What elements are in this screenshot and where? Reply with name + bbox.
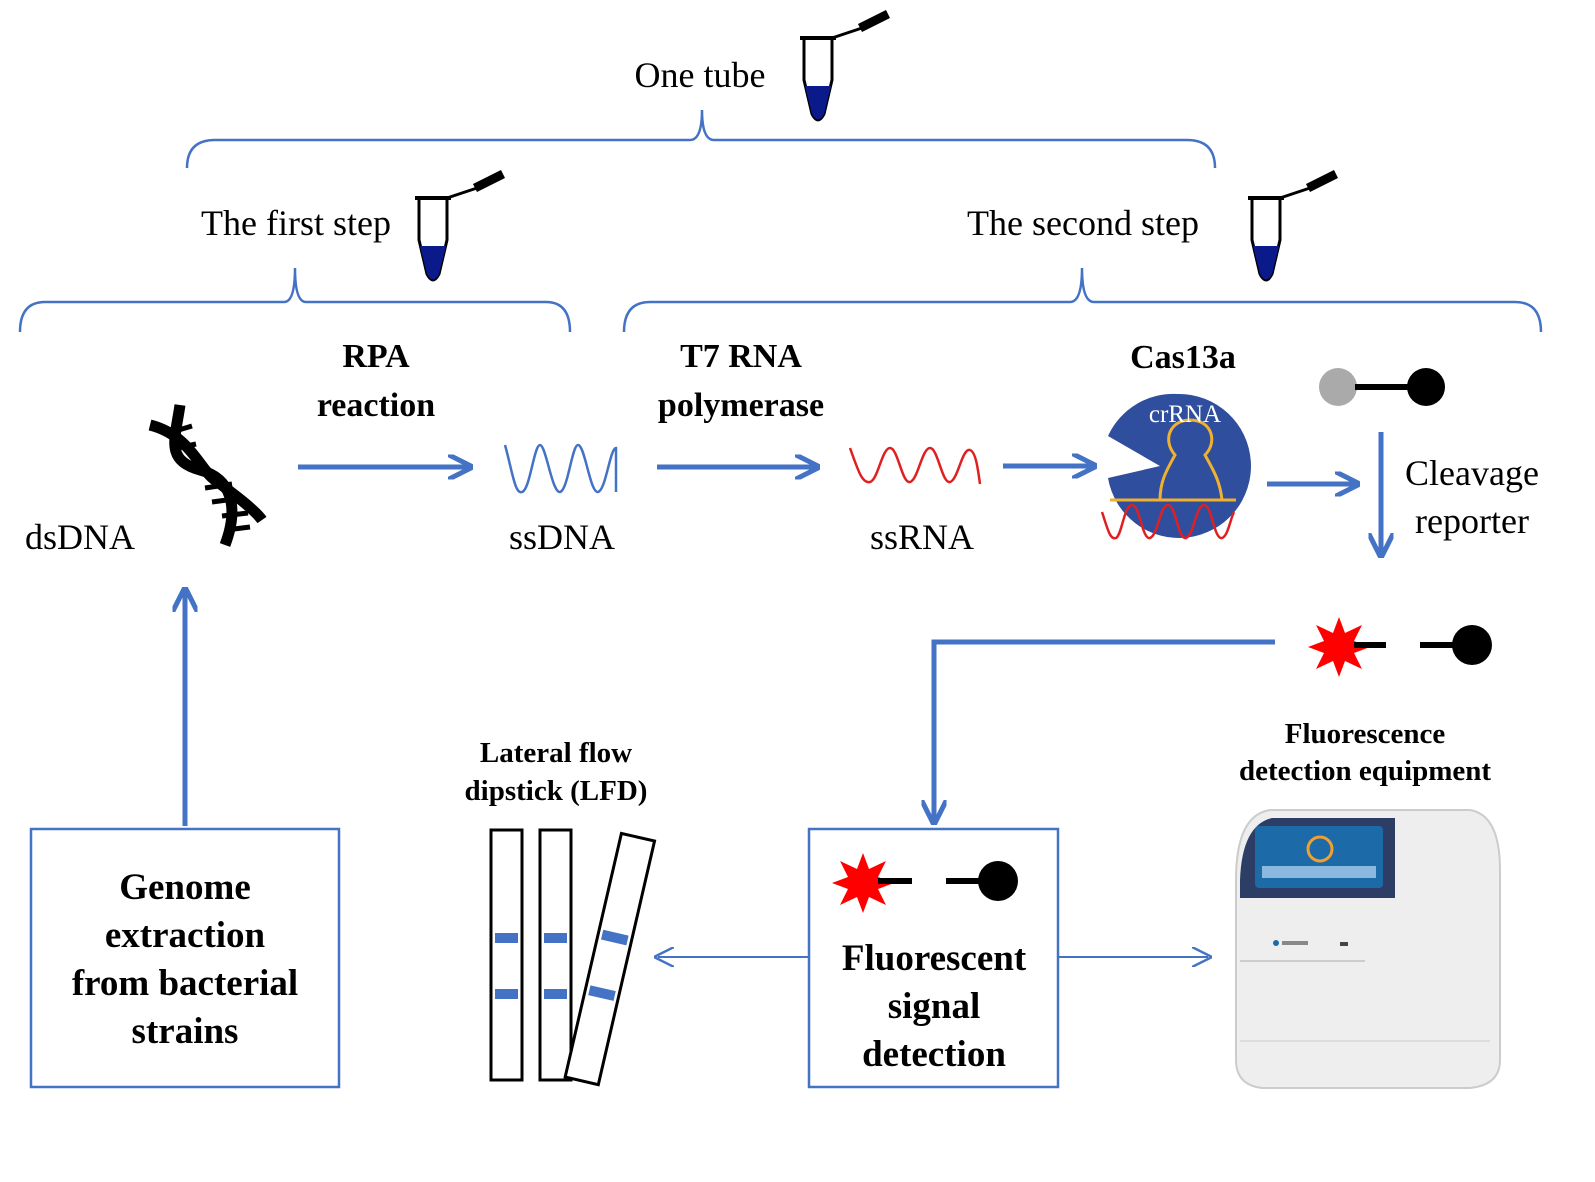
lateral-flow-dipsticks [489,828,657,1087]
second-step-label: The second step [967,203,1199,243]
ssdna-label: ssDNA [509,517,615,557]
cleaved-reporter-icon [1308,617,1492,677]
rpa-label-2: reaction [317,387,435,424]
first-step-brace [18,267,572,333]
signal-reporter-icon [832,853,1018,913]
first-step-tube-icon [413,168,507,282]
signal-line-1: Fluorescent [842,938,1027,979]
crrna-label: crRNA [1149,401,1221,428]
one-tube-label: One tube [635,55,766,95]
one-tube-brace [185,109,1217,169]
first-step-label: The first step [201,203,391,243]
genome-line-1: Genome [119,867,251,908]
reporter-label: reporter [1415,501,1529,541]
arrow-to-signal-detection [934,639,1275,820]
dna-helix-icon [148,404,267,547]
signal-line-2: signal [888,986,981,1027]
genome-line-2: extraction [105,915,266,956]
genome-line-3: from bacterial [72,963,298,1004]
lfd-label-2: dipstick (LFD) [465,775,648,807]
fluorescence-instrument-icon [1235,809,1501,1089]
equipment-label-2: detection equipment [1239,755,1491,787]
genome-line-4: strains [132,1011,239,1052]
ssrna-strand [848,446,982,485]
cas13a-complex [1100,393,1251,540]
signal-line-3: detection [862,1034,1006,1075]
dsdna-label: dsDNA [25,517,135,557]
ssdna-strand [503,443,618,494]
intact-reporter-icon [1319,368,1445,406]
cas13a-label: Cas13a [1130,339,1236,376]
genome-extraction-box [29,827,341,1089]
one-tube-icon [798,8,892,122]
rpa-label-1: RPA [342,338,410,375]
lfd-label-1: Lateral flow [480,737,632,769]
t7-label-2: polymerase [658,387,824,424]
t7-label-1: T7 RNA [680,338,802,375]
ssrna-label: ssRNA [870,517,974,557]
second-step-tube-icon [1246,168,1340,282]
equipment-label-1: Fluorescence [1285,718,1446,750]
cleavage-label: Cleavage [1405,453,1539,493]
second-step-brace [622,267,1543,333]
